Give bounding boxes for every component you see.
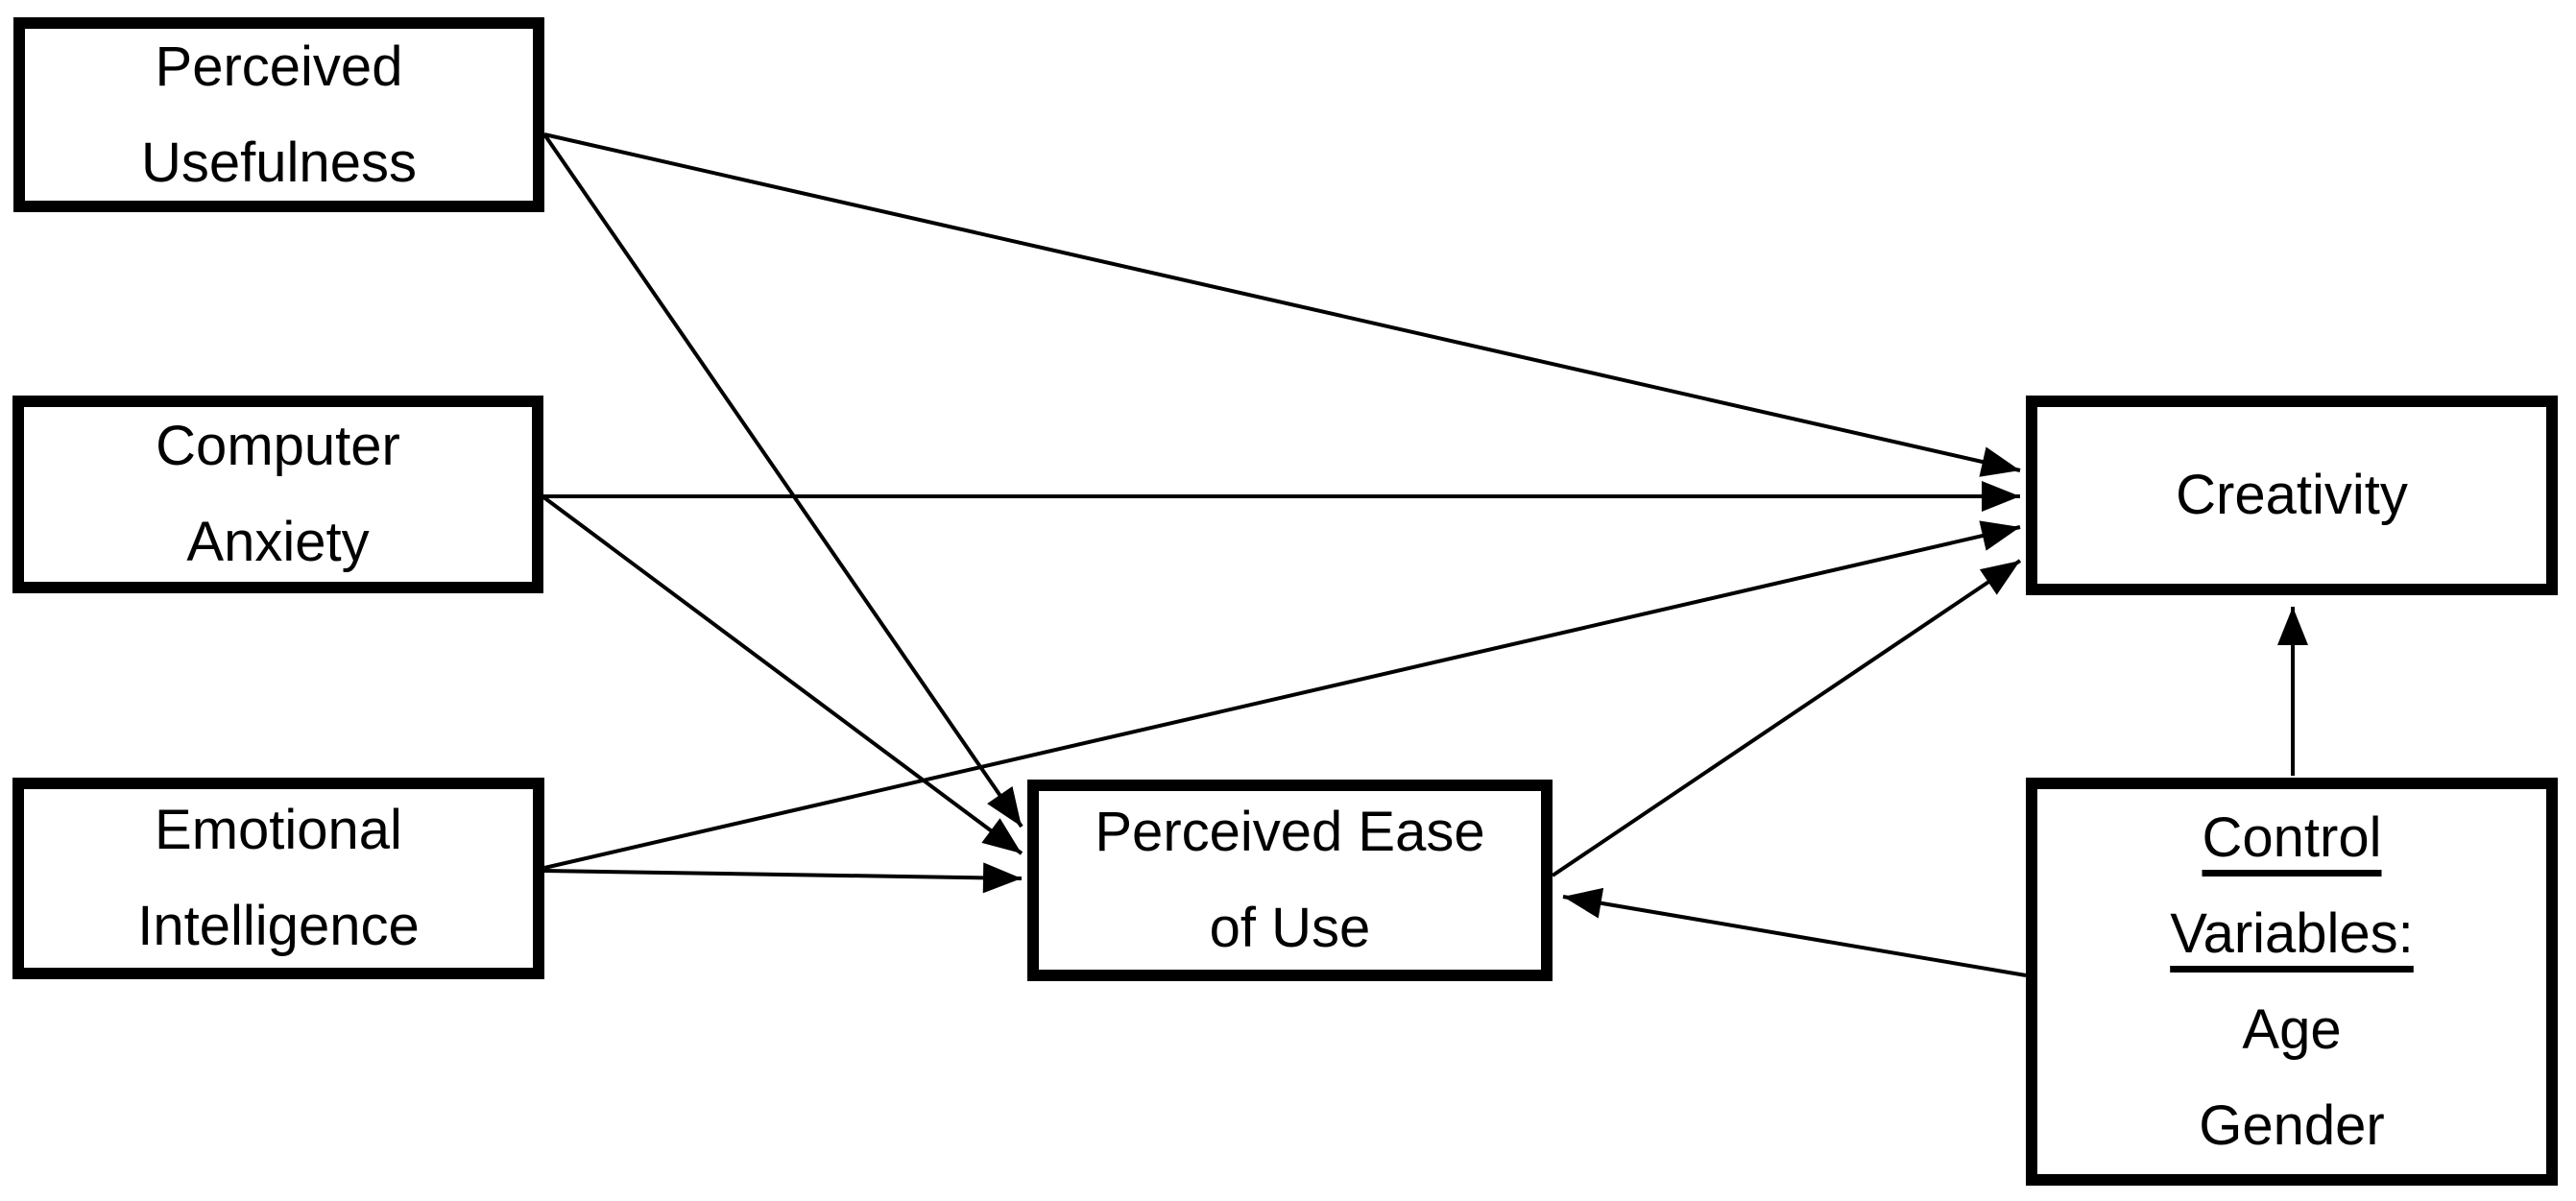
edge-emotional-intelligence-to-perceived-ease-of-use (543, 862, 1023, 894)
node-computer-anxiety: Computer Anxiety (12, 396, 543, 593)
node-label-line: Intelligence (137, 895, 420, 957)
node-label-line: of Use (1209, 897, 1371, 959)
node-perceived-usefulness: Perceived Usefulness (13, 17, 544, 212)
edge-perceived-ease-of-use-to-creativity (1551, 559, 2022, 877)
node-perceived-ease-of-use: Perceived Ease of Use (1027, 780, 1553, 981)
edge-computer-anxiety-to-perceived-ease-of-use (541, 494, 1023, 855)
node-control-variables: Control Variables: Age Gender (2026, 778, 2558, 1186)
node-label-line: Anxiety (186, 511, 370, 573)
node-label-line: Emotional (155, 799, 402, 861)
edge-control-variables-to-perceived-ease-of-use (1562, 887, 2027, 977)
node-label-line: Age (2242, 997, 2342, 1061)
node-heading-line: Variables: (2170, 886, 2414, 982)
node-label-line: Perceived Ease (1095, 801, 1485, 863)
node-label-line: Computer (156, 415, 400, 477)
node-heading-underlined: Variables: (2170, 901, 2414, 965)
node-heading-line: Control (2203, 790, 2382, 886)
node-emotional-intelligence: Emotional Intelligence (12, 778, 544, 979)
node-label-line: Usefulness (141, 131, 417, 194)
node-creativity: Creativity (2026, 396, 2558, 595)
edge-perceived-usefulness-to-creativity (543, 132, 2021, 477)
node-label-line: Gender (2199, 1093, 2385, 1157)
node-label-line: Perceived (155, 35, 403, 98)
node-label-line: Creativity (2176, 464, 2408, 526)
node-heading-underlined: Control (2202, 805, 2382, 869)
edge-perceived-usefulness-to-perceived-ease-of-use (542, 132, 1023, 829)
edge-emotional-intelligence-to-creativity (543, 520, 2021, 870)
